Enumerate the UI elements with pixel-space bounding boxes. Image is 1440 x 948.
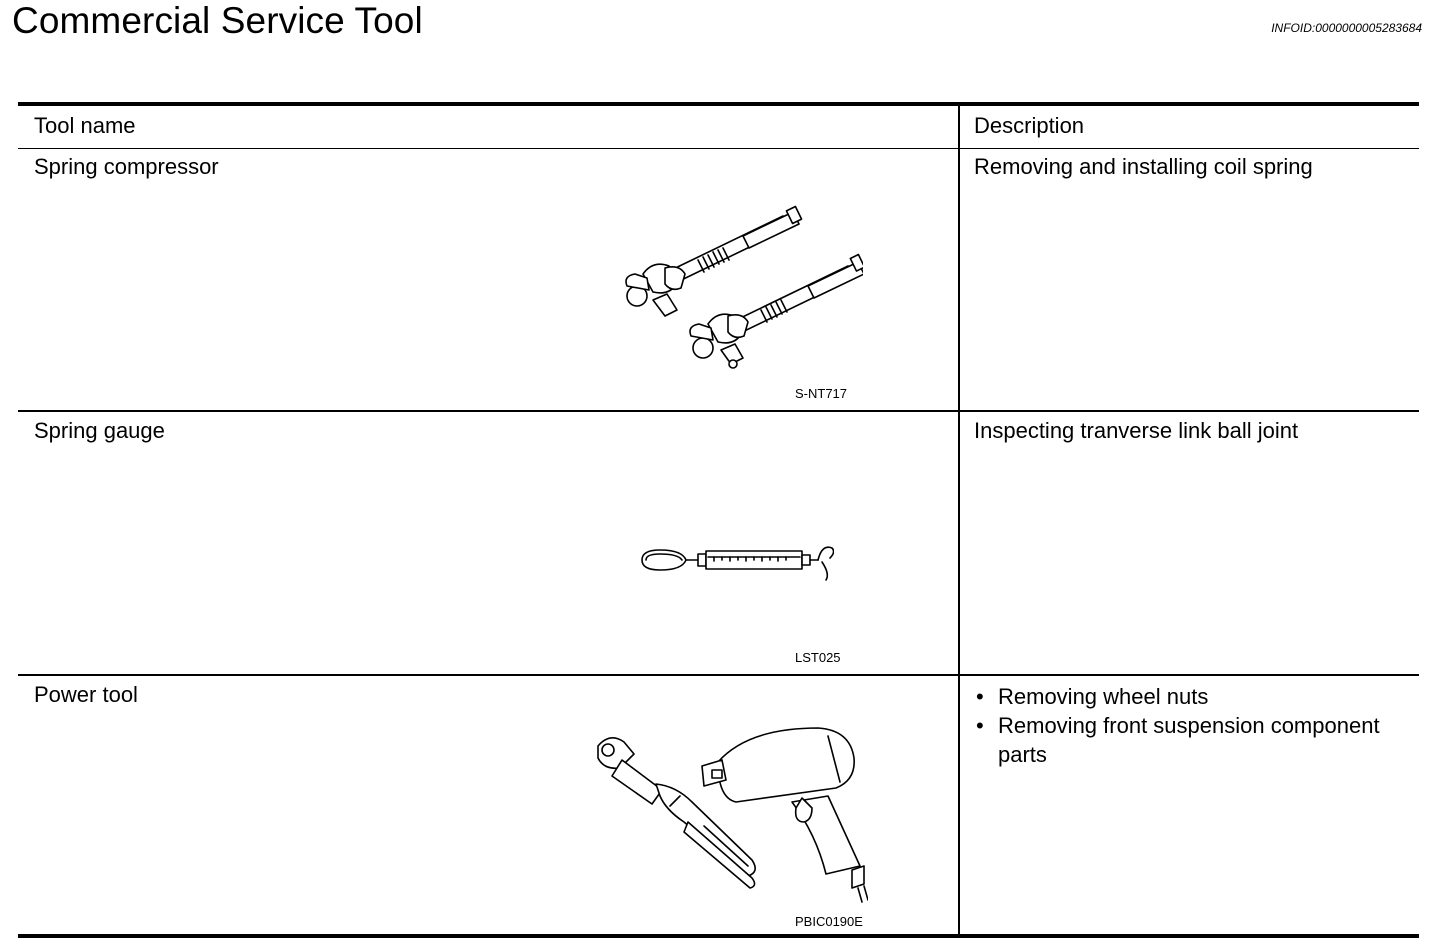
list-item: •Removing wheel nuts (976, 684, 1209, 709)
tool-name: Spring compressor (34, 154, 219, 179)
spring-gauge-icon (641, 546, 834, 581)
description-list: •Removing wheel nuts •Removing front sus… (974, 682, 1414, 769)
tool-name: Spring gauge (34, 418, 165, 443)
tool-table: Tool name Description Spring compressor … (18, 102, 1419, 938)
table-header-row: Tool name Description (18, 106, 1419, 149)
column-header-tool-name: Tool name (34, 113, 136, 138)
tool-description: Inspecting tranverse link ball joint (974, 418, 1299, 443)
list-item: •Removing front suspension component par… (976, 713, 1380, 767)
page-title: Commercial Service Tool (12, 0, 423, 41)
figure-code: LST025 (795, 650, 841, 665)
table-row: Spring compressor Removing and installin… (18, 148, 1419, 412)
tool-name: Power tool (34, 682, 138, 707)
tool-description: Removing and installing coil spring (974, 154, 1313, 179)
column-header-description: Description (974, 113, 1085, 138)
figure-code: S-NT717 (795, 386, 848, 401)
spring-compressor-icon (625, 205, 863, 369)
info-id: INFOID:0000000005283684 (1271, 21, 1422, 35)
table-row: Power tool •Removing wheel nuts •Removin… (18, 676, 1419, 938)
column-divider (958, 106, 960, 934)
power-tool-icon (597, 727, 868, 903)
table-row: Spring gauge Inspecting tranverse link b… (18, 412, 1419, 676)
figure-code: PBIC0190E (795, 914, 863, 929)
